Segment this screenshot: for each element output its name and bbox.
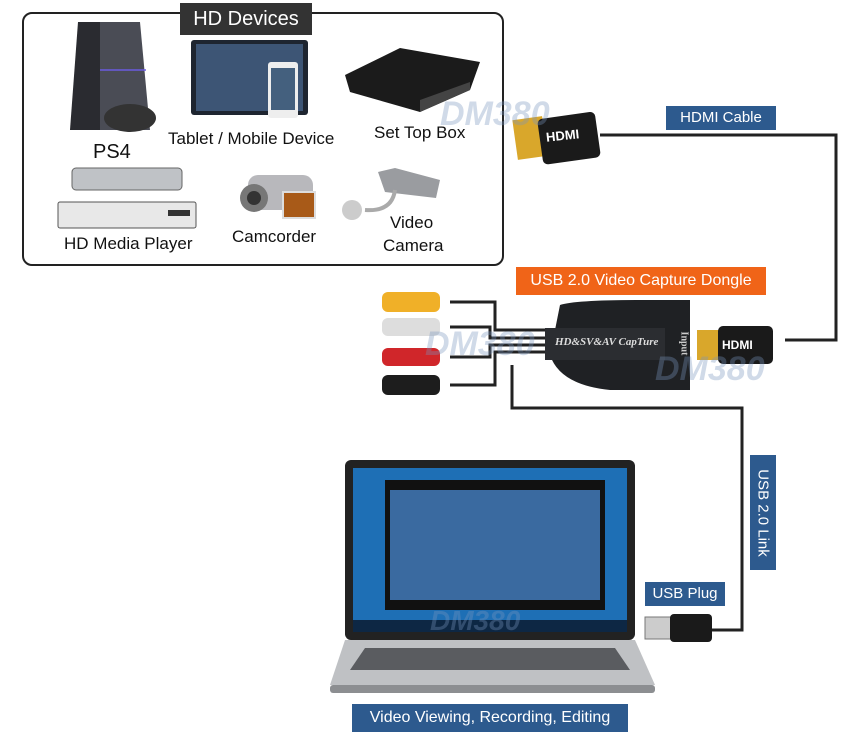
video-camera-label: Video [390, 213, 434, 232]
usb-plug-label: USB Plug [645, 582, 725, 606]
hdmi-plug-side-text: HDMI [722, 338, 753, 352]
media-player-image [57, 167, 197, 229]
hdmi-cable [600, 133, 838, 342]
usb-link-label: USB 2.0 Link [750, 455, 776, 570]
camcorder-label: Camcorder [232, 227, 317, 246]
ps4-image [70, 22, 156, 132]
dongle-label: USB 2.0 Video Capture Dongle [516, 267, 766, 295]
video-camera-label-2: Camera [383, 236, 444, 255]
media-player-label: HD Media Player [64, 234, 193, 253]
hd-devices-title: HD Devices [180, 3, 312, 35]
usb-cable [510, 365, 744, 632]
ps4-label: PS4 [93, 141, 131, 163]
set-top-box-label: Set Top Box [374, 123, 466, 142]
laptop-image [330, 460, 655, 693]
bottom-caption: Video Viewing, Recording, Editing [352, 704, 628, 732]
usb-link-text: USB 2.0 Link [754, 468, 772, 557]
av-cables [450, 300, 550, 387]
tablet-image [191, 40, 308, 118]
usb-plug-image [644, 614, 712, 642]
capture-dongle [545, 300, 690, 390]
set-top-box-image [345, 48, 480, 112]
hdmi-plug-top [512, 111, 601, 165]
av-plugs [382, 292, 440, 395]
video-camera-image [342, 168, 440, 220]
hdmi-plug-side [697, 326, 773, 364]
hdmi-cable-label: HDMI Cable [666, 106, 776, 130]
tablet-label: Tablet / Mobile Device [168, 129, 335, 148]
watermark: DM380 [425, 325, 535, 363]
watermark: DM380 [430, 605, 521, 636]
watermark: DM380 [440, 95, 550, 133]
camcorder-image [240, 175, 316, 219]
dongle-print: HD&SV&AV CapTure [555, 336, 659, 348]
watermark: DM380 [655, 350, 765, 388]
